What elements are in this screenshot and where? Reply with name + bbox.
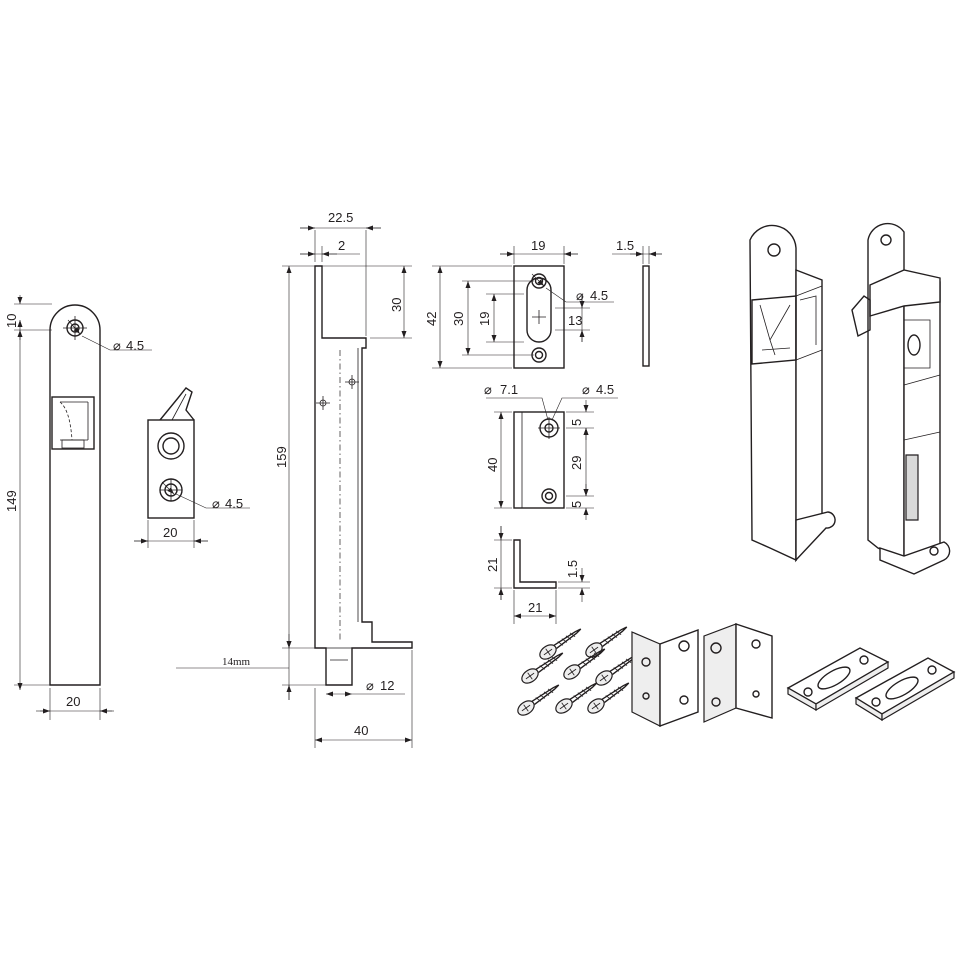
front-dim-height: 149 bbox=[4, 490, 19, 512]
iso-angle-brackets bbox=[631, 623, 773, 728]
bracket-dim-hole-spacing: 29 bbox=[569, 456, 584, 470]
front-dim-top: 10 bbox=[4, 314, 19, 328]
side-dim-top-width: 22.5 bbox=[328, 210, 353, 225]
side-dim-top-section: 30 bbox=[389, 298, 404, 312]
screw bbox=[563, 648, 606, 680]
plate-thickness-view bbox=[612, 246, 662, 367]
iso-bolt-back bbox=[851, 222, 951, 575]
bracket-dim-big-hole-symbol: ⌀ bbox=[484, 382, 492, 397]
front-dim-hole-symbol: ⌀ bbox=[113, 338, 121, 353]
strike-dim-width: 19 bbox=[531, 238, 545, 253]
keeper-dim-width: 20 bbox=[163, 525, 177, 540]
profile-dim-thick: 1.5 bbox=[565, 560, 580, 578]
strike-dim-slot-width: 13 bbox=[568, 313, 582, 328]
side-dim-base: 40 bbox=[354, 723, 368, 738]
keeper-dim-hole: 4.5 bbox=[225, 496, 243, 511]
screw bbox=[539, 628, 582, 660]
side-dim-height: 159 bbox=[274, 446, 289, 468]
profile-dim-leg-width: 21 bbox=[528, 600, 542, 615]
profile-dim-leg-height: 21 bbox=[485, 558, 500, 572]
iso-bolt-front bbox=[749, 224, 836, 563]
side-dim-wall: 2 bbox=[338, 238, 345, 253]
angle-profile-view bbox=[494, 526, 590, 624]
side-view bbox=[176, 225, 413, 748]
strike-dim-hole: 4.5 bbox=[590, 288, 608, 303]
bracket-dim-bottom-offset: 5 bbox=[569, 501, 584, 508]
bracket-dim-small-hole: 4.5 bbox=[596, 382, 614, 397]
screw bbox=[587, 682, 630, 714]
strike-dim-height-mid: 30 bbox=[451, 312, 466, 326]
screw bbox=[555, 682, 598, 714]
strike-dim-slot: 19 bbox=[477, 312, 492, 326]
strike-dim-height-outer: 42 bbox=[424, 312, 439, 326]
screw bbox=[585, 626, 628, 658]
side-dim-pin-length: 14mm bbox=[222, 656, 251, 668]
front-dim-width: 20 bbox=[66, 694, 80, 709]
plate-dim-thick: 1.5 bbox=[616, 238, 634, 253]
strike-dim-hole-symbol: ⌀ bbox=[576, 288, 584, 303]
front-view bbox=[14, 295, 152, 720]
screws-group bbox=[517, 626, 638, 716]
bracket-dim-height: 40 bbox=[485, 458, 500, 472]
iso-strike-plates bbox=[786, 647, 956, 722]
side-dim-pin-dia: 12 bbox=[380, 678, 394, 693]
screw bbox=[517, 684, 560, 716]
bracket-dim-small-hole-symbol: ⌀ bbox=[582, 382, 590, 397]
screw bbox=[521, 652, 564, 684]
side-dim-pin-dia-symbol: ⌀ bbox=[366, 678, 374, 693]
strike-plate-view bbox=[432, 246, 614, 369]
keeper-dim-hole-symbol: ⌀ bbox=[212, 496, 220, 511]
front-dim-hole: 4.5 bbox=[126, 338, 144, 353]
angle-bracket-view bbox=[486, 397, 618, 520]
keeper-view bbox=[134, 387, 250, 548]
bracket-dim-big-hole: 7.1 bbox=[500, 382, 518, 397]
bracket-dim-top-offset: 5 bbox=[569, 419, 584, 426]
